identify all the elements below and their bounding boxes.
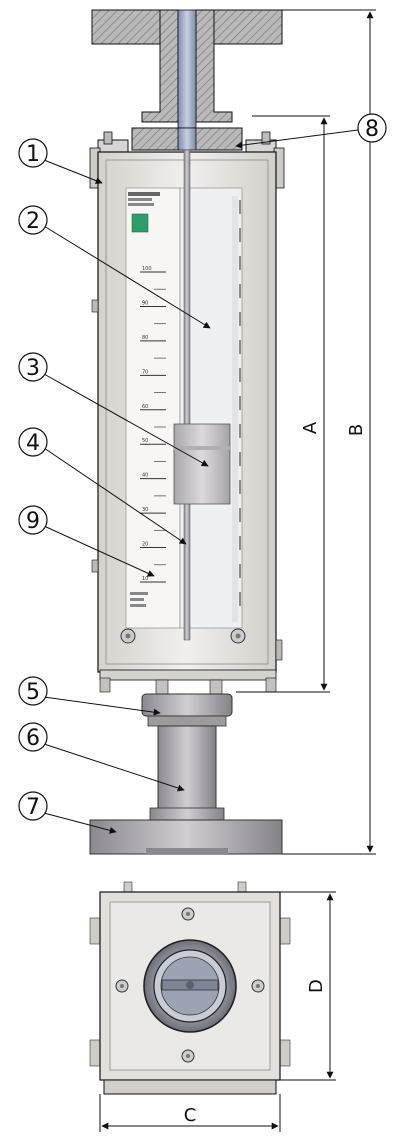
scale-label: 100 — [142, 266, 152, 272]
callout-8-label: 8 — [365, 117, 379, 142]
scale-label: 20 — [142, 542, 148, 548]
callout-2 — [18, 205, 48, 235]
callout-4 — [18, 427, 48, 457]
scale-label: 30 — [142, 507, 148, 513]
callout-1 — [18, 138, 48, 168]
guide-rod — [183, 149, 191, 641]
dimension-d-label: D — [306, 979, 327, 993]
top-view — [89, 881, 291, 1095]
callout-9 — [18, 505, 48, 535]
dimension-b: B — [282, 9, 376, 855]
bottom-fitting — [99, 669, 277, 727]
frame-screws — [120, 628, 246, 644]
callout-5 — [18, 676, 48, 706]
callout-6 — [18, 722, 48, 752]
dimension-b-label: B — [346, 424, 367, 436]
top-pipe — [177, 9, 197, 149]
callout-6-label: 6 — [26, 726, 40, 751]
callout-4-label: 4 — [26, 431, 40, 456]
callout-9-label: 9 — [26, 509, 40, 534]
dimension-c-label: C — [184, 1105, 197, 1126]
bottom-flange — [89, 819, 283, 855]
dimension-c: C — [99, 1094, 281, 1132]
callout-3-label: 3 — [26, 356, 40, 381]
scale-label: 90 — [142, 300, 148, 306]
green-label — [131, 213, 149, 233]
top-flange — [91, 9, 283, 123]
callout-7 — [18, 791, 48, 821]
callout-7-label: 7 — [26, 795, 40, 820]
float — [173, 423, 231, 505]
dimension-d: D — [280, 891, 336, 1081]
scale-plate: 100 90 80 70 60 50 40 30 20 10 — [125, 187, 181, 629]
dimension-a: A — [236, 115, 330, 693]
scale-label: 80 — [142, 335, 148, 341]
dimension-a-label: A — [300, 421, 321, 434]
scale-label: 10 — [142, 576, 148, 582]
glass-tube — [179, 187, 243, 629]
scale-ticks: 100 90 80 70 60 50 40 30 20 10 — [140, 266, 166, 583]
scale-label: 60 — [142, 404, 148, 410]
callout-3 — [18, 352, 48, 382]
bottom-pipe — [149, 725, 225, 821]
callout-8 — [357, 113, 387, 143]
callout-1-label: 1 — [26, 142, 40, 167]
scale-label: 50 — [142, 438, 148, 444]
top-fitting — [89, 127, 285, 189]
scale-label: 70 — [142, 369, 148, 375]
callout-2-label: 2 — [26, 209, 40, 234]
callouts: 1 8 2 3 4 9 5 6 7 — [18, 113, 387, 834]
scale-label: 40 — [142, 473, 148, 479]
callout-5-label: 5 — [26, 680, 40, 705]
